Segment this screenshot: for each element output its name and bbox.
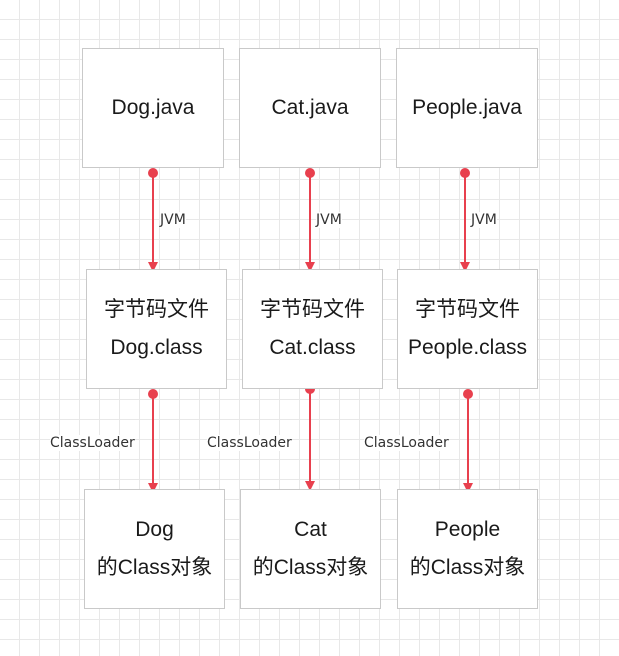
node-cat-java[interactable]: Cat.java	[239, 48, 381, 168]
node-people-object-line1: People	[434, 518, 501, 541]
arrow-cat-load	[305, 384, 315, 491]
node-cat-java-label: Cat.java	[271, 96, 349, 119]
node-people-object-line2: 的Class对象	[409, 556, 526, 579]
arrow-cat-compile	[305, 168, 315, 272]
node-cat-class-line1: 字节码文件	[260, 298, 365, 321]
arrow-dog-compile	[148, 168, 158, 272]
arrow-people-compile	[460, 168, 470, 272]
node-cat-class-line2: Cat.class	[269, 336, 356, 359]
edge-label-people-compile: JVM	[471, 212, 497, 228]
edge-label-dog-compile: JVM	[160, 212, 186, 228]
node-people-class-line1: 字节码文件	[415, 298, 520, 321]
arrow-dog-load	[148, 389, 158, 493]
node-dog-java[interactable]: Dog.java	[82, 48, 224, 168]
node-people-java[interactable]: People.java	[396, 48, 538, 168]
node-people-object[interactable]: People 的Class对象	[397, 489, 538, 609]
node-dog-class-line1: 字节码文件	[104, 298, 209, 321]
node-dog-class-line2: Dog.class	[110, 336, 203, 359]
edge-label-people-load: ClassLoader	[364, 435, 449, 451]
node-dog-class[interactable]: 字节码文件 Dog.class	[86, 269, 227, 389]
node-cat-class[interactable]: 字节码文件 Cat.class	[242, 269, 383, 389]
node-dog-object-line1: Dog	[135, 518, 174, 541]
arrow-people-load	[463, 389, 473, 493]
edge-label-cat-compile: JVM	[316, 212, 342, 228]
node-dog-java-label: Dog.java	[111, 96, 195, 119]
node-people-class[interactable]: 字节码文件 People.class	[397, 269, 538, 389]
edge-label-dog-load: ClassLoader	[50, 435, 135, 451]
node-people-java-label: People.java	[412, 96, 522, 119]
node-dog-object[interactable]: Dog 的Class对象	[84, 489, 225, 609]
node-people-class-line2: People.class	[407, 336, 528, 359]
node-cat-object-line2: 的Class对象	[252, 556, 369, 579]
node-dog-object-line2: 的Class对象	[96, 556, 213, 579]
node-cat-object-line1: Cat	[294, 518, 327, 541]
edge-label-cat-load: ClassLoader	[207, 435, 292, 451]
node-cat-object[interactable]: Cat 的Class对象	[240, 489, 381, 609]
